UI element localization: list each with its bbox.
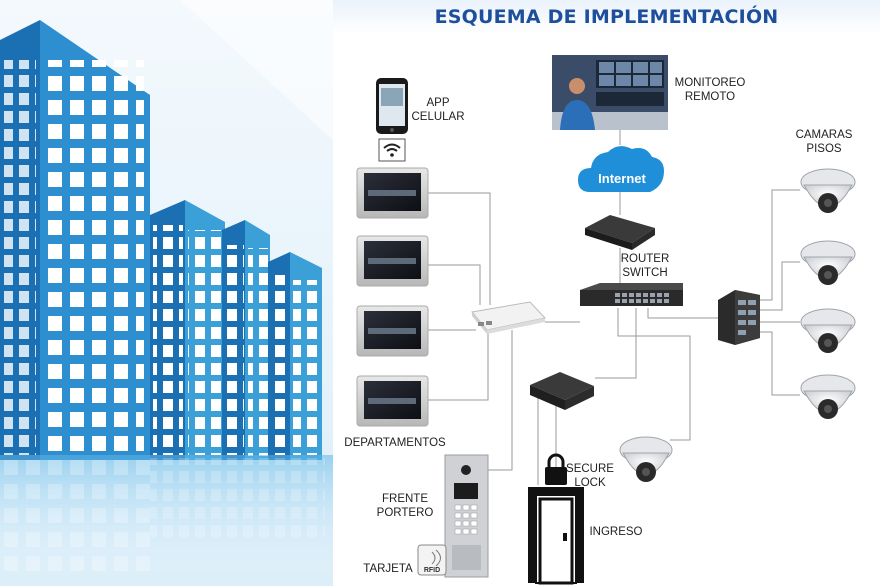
camaras-label-line2: PISOS xyxy=(806,143,842,155)
connection-lines xyxy=(428,130,800,485)
indoor-monitor xyxy=(356,305,429,357)
rfid-card-icon: RFID xyxy=(417,544,447,576)
router-label-line2: SWITCH xyxy=(622,267,668,279)
network-hub xyxy=(471,301,546,334)
network-switch-icon xyxy=(580,283,683,306)
app-label-line2: CELULAR xyxy=(411,111,465,123)
poe-switch-icon xyxy=(718,290,760,345)
title-band xyxy=(333,0,880,34)
buildings-illustration xyxy=(0,0,333,586)
tarjeta-label: TARJETA xyxy=(363,563,413,575)
indoor-monitor xyxy=(356,167,429,219)
tall-building xyxy=(0,20,150,460)
internet-label: Internet xyxy=(598,171,646,186)
app-label-line1: APP xyxy=(426,97,450,109)
dome-camera-icon xyxy=(800,240,856,285)
wifi-icon xyxy=(378,138,406,162)
secure-lock-label: SECURE LOCK xyxy=(562,462,618,490)
frente-label-line2: PORTERO xyxy=(376,507,434,519)
router-icon xyxy=(585,215,655,250)
dome-camera-icon xyxy=(800,168,856,213)
frente-label-line1: FRENTE xyxy=(382,493,428,505)
departamentos-label: DEPARTAMENTOS xyxy=(344,437,446,449)
app-label: APP CELULAR xyxy=(408,96,468,124)
dome-camera-icon xyxy=(800,308,856,353)
router-label: ROUTER SWITCH xyxy=(600,252,690,280)
door-station-icon xyxy=(444,454,489,578)
monitoreo-label: MONITOREO REMOTO xyxy=(670,76,750,104)
rfid-label: RFID xyxy=(424,567,440,574)
camaras-label-line1: CAMARAS xyxy=(795,129,853,141)
secure-label-line1: SECURE xyxy=(566,463,614,475)
monitoreo-label-line1: MONITOREO xyxy=(674,77,746,89)
monitoreo-label-line2: REMOTO xyxy=(684,91,736,103)
indoor-monitor xyxy=(356,235,429,287)
door-icon xyxy=(528,487,584,585)
mid-building-3 xyxy=(268,252,322,460)
frente-portero-label: FRENTE PORTERO xyxy=(370,492,440,520)
internet-cloud-icon xyxy=(578,146,664,192)
ingreso-label: INGRESO xyxy=(589,526,643,538)
mid-building-1 xyxy=(150,200,225,460)
dome-camera-icon xyxy=(619,436,673,482)
camaras-label: CAMARAS PISOS xyxy=(786,128,862,156)
diagram-title: ESQUEMA DE IMPLEMENTACIÓN xyxy=(434,6,779,28)
mid-building-2 xyxy=(222,220,270,460)
dome-camera-icon xyxy=(800,374,856,419)
indoor-monitor xyxy=(356,375,429,427)
secure-label-line2: LOCK xyxy=(574,477,606,489)
remote-monitoring-photo xyxy=(552,55,668,130)
access-controller-icon xyxy=(530,372,594,410)
router-label-line1: ROUTER xyxy=(620,253,670,265)
smartphone-icon xyxy=(376,78,408,134)
